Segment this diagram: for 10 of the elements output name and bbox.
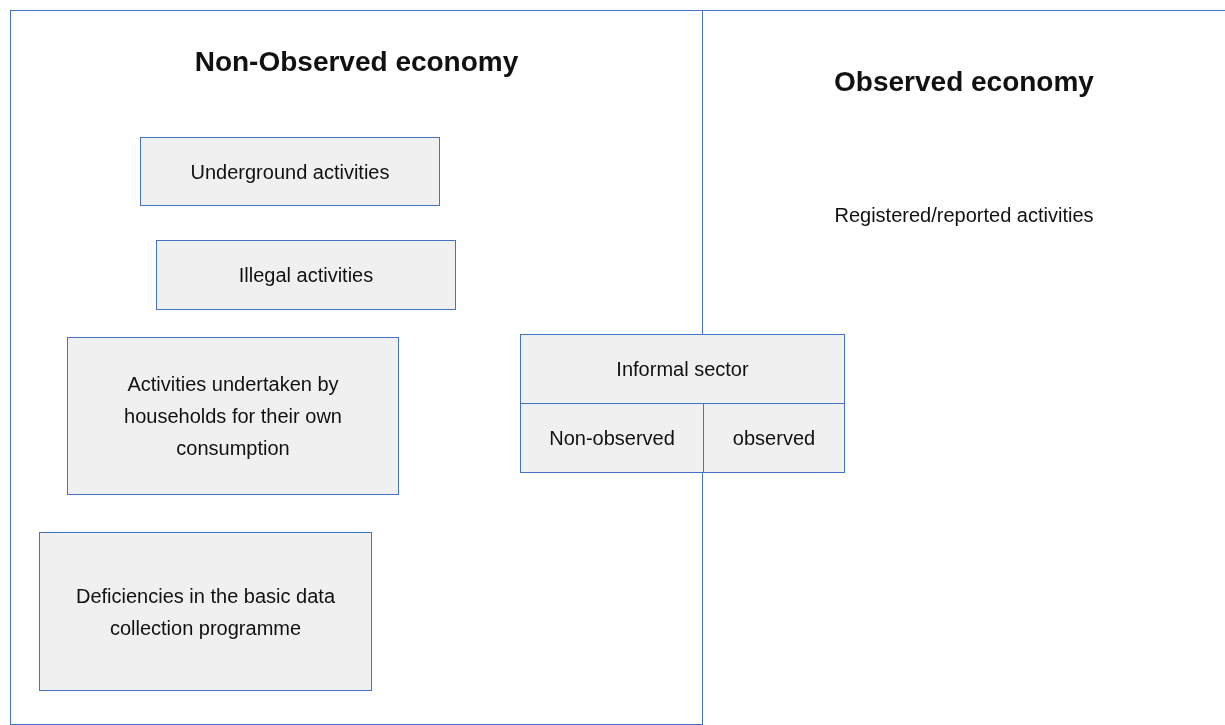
text-box: observed: [703, 403, 845, 473]
text-box: Non-observed: [520, 403, 704, 473]
region-heading: Observed economy: [833, 66, 1095, 98]
text-box: Illegal activities: [156, 240, 456, 310]
text-box: Deficiencies in the basic data collection programme: [39, 532, 372, 691]
region-heading: Non-Observed economy: [193, 46, 520, 78]
text-box: Underground activities: [140, 137, 440, 206]
region-text: Registered/reported activities: [833, 204, 1095, 227]
text-box: Informal sector: [520, 334, 845, 404]
text-box: Activities undertaken by households for their own consumption: [67, 337, 399, 495]
